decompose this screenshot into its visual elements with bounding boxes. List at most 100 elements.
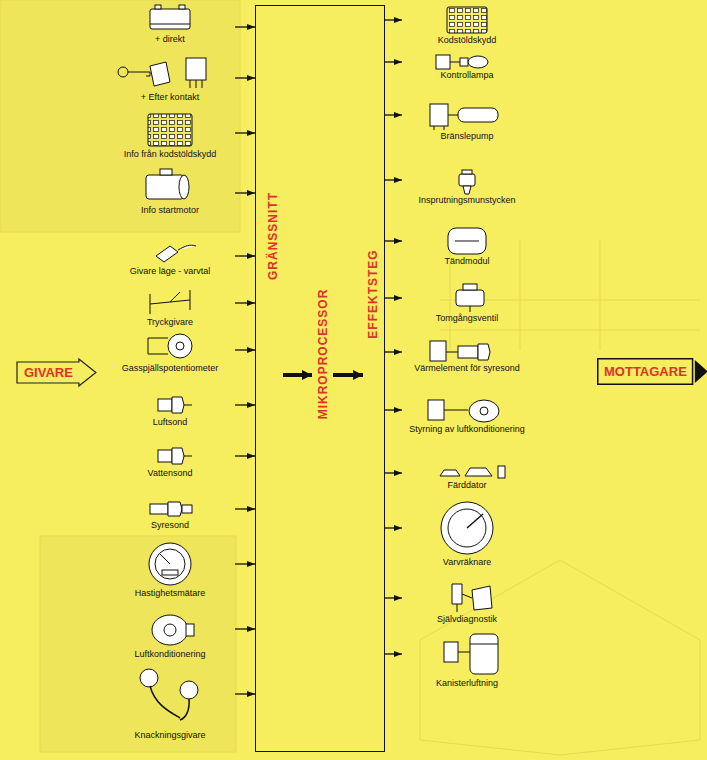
node-label: Tomgångsventil bbox=[436, 313, 499, 324]
node-label: Vattensond bbox=[148, 468, 193, 479]
component-node: Syresond bbox=[105, 500, 235, 533]
signal-arrow bbox=[235, 693, 255, 694]
signal-arrow bbox=[235, 628, 255, 629]
signal-arrow bbox=[385, 409, 402, 410]
receiver-icons bbox=[458, 346, 478, 358]
sensor-icons bbox=[149, 543, 191, 585]
component-node: + direkt bbox=[105, 3, 235, 47]
signal-arrow bbox=[385, 297, 402, 298]
receiver-icons bbox=[430, 341, 446, 361]
node-label: GIVARE bbox=[24, 365, 73, 380]
signal-arrow bbox=[235, 404, 255, 405]
receiver-icons bbox=[478, 344, 490, 360]
receiver-icons bbox=[467, 514, 483, 528]
component-node: Vattensond bbox=[105, 446, 235, 481]
receiver-icons bbox=[428, 400, 444, 420]
signal-arrow bbox=[235, 26, 255, 27]
signal-arrow bbox=[235, 349, 255, 350]
faint-background bbox=[440, 240, 700, 350]
faint-background bbox=[420, 560, 700, 755]
sensor-icons bbox=[179, 5, 185, 9]
group-arrow-label: GIVARE bbox=[16, 358, 97, 387]
sensor-icons bbox=[162, 570, 178, 575]
signal-arrow bbox=[385, 61, 402, 62]
receiver-icons bbox=[468, 56, 488, 68]
receiver-icons bbox=[462, 170, 472, 174]
node-label: Bränslepump bbox=[440, 131, 493, 142]
sensor-icons bbox=[184, 405, 192, 406]
component-node: Bränslepump bbox=[402, 100, 532, 144]
signal-arrow bbox=[235, 508, 255, 509]
sensor-icons bbox=[168, 502, 182, 516]
stage-title: EFFEKTSTEG bbox=[366, 249, 380, 338]
sensor-icons bbox=[150, 62, 170, 86]
receiver-icons bbox=[463, 186, 471, 194]
receiver-icons bbox=[470, 634, 498, 674]
component-node: + Efter kontakt bbox=[105, 52, 235, 105]
sensor-icons bbox=[150, 9, 190, 29]
receiver-icons bbox=[458, 108, 498, 122]
arrow-head bbox=[695, 360, 707, 383]
node-label: Luftsond bbox=[153, 417, 188, 428]
sensor-icons bbox=[176, 342, 184, 350]
component-node: Luftsond bbox=[105, 395, 235, 430]
receiver-icons bbox=[444, 410, 468, 411]
node-label: Info från kodstöldskydd bbox=[124, 149, 217, 160]
sensor-icons bbox=[158, 450, 172, 462]
receiver-icons bbox=[470, 306, 471, 312]
sensor-icons bbox=[190, 80, 202, 88]
arrow-outline bbox=[17, 359, 96, 386]
node-label: Syresond bbox=[151, 520, 189, 531]
sensor-icons bbox=[150, 504, 168, 514]
sensor-icons bbox=[160, 169, 172, 175]
sensor-icons bbox=[170, 292, 180, 302]
signal-arrow bbox=[235, 455, 255, 456]
signal-arrow bbox=[385, 351, 402, 352]
node-label: Tryckgivare bbox=[147, 317, 193, 328]
receiver-icons bbox=[441, 502, 493, 554]
signal-arrow bbox=[385, 472, 402, 473]
faint-background bbox=[0, 0, 240, 232]
receiver-icons bbox=[498, 466, 505, 478]
node-label: MOTTAGARE bbox=[604, 364, 687, 379]
arrow-box bbox=[598, 359, 693, 385]
component-node: Färddator bbox=[402, 464, 532, 493]
receiver-icons bbox=[446, 352, 458, 353]
receiver-icons bbox=[455, 241, 479, 242]
component-node: Givare läge - varvtal bbox=[105, 240, 235, 279]
receiver-icons bbox=[428, 7, 505, 674]
sensor-icons bbox=[150, 686, 189, 720]
node-label: Värmelement för syresond bbox=[414, 363, 520, 374]
stage-title: MIKROPROCESSOR bbox=[316, 289, 330, 420]
component-node: Värmelement för syresond bbox=[402, 340, 532, 376]
signal-arrow bbox=[235, 302, 255, 303]
signal-arrow bbox=[385, 179, 402, 180]
node-label: Tändmodul bbox=[444, 256, 489, 267]
node-label: Luftkonditionering bbox=[134, 649, 205, 660]
internal-arrows bbox=[333, 373, 363, 377]
receiver-icons bbox=[452, 584, 492, 612]
signal-arrow bbox=[235, 192, 255, 193]
node-label: Knackningsgivare bbox=[134, 730, 205, 741]
sensor-icons bbox=[140, 669, 198, 699]
component-node: Kodstöldskydd bbox=[402, 4, 532, 48]
node-label: Kanisterluftning bbox=[436, 678, 498, 689]
sensor-icons bbox=[186, 58, 206, 80]
sensor-icons bbox=[155, 549, 185, 579]
signal-arrow bbox=[235, 132, 255, 133]
node-label: Kodstöldskydd bbox=[438, 35, 497, 46]
receiver-icons bbox=[436, 55, 450, 69]
signal-arrow bbox=[385, 597, 402, 598]
group-arrow-label: MOTTAGARE bbox=[597, 358, 707, 385]
component-node: Info från kodstöldskydd bbox=[105, 112, 235, 162]
signal-arrow bbox=[385, 19, 402, 20]
sensor-icons bbox=[158, 399, 172, 411]
sensor-icons bbox=[160, 554, 170, 564]
component-node: Tryckgivare bbox=[105, 288, 235, 330]
receiver-icons bbox=[450, 62, 460, 63]
receiver-icons bbox=[434, 126, 444, 130]
